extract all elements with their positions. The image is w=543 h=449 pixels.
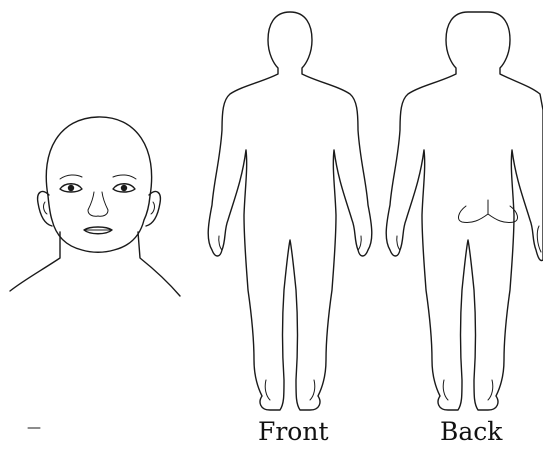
neck-shoulders-left [10, 232, 60, 291]
front-body-outline [208, 12, 372, 410]
head-diagram [10, 117, 180, 296]
left-iris [68, 185, 74, 191]
front-body-figure [208, 12, 372, 410]
back-label: Back [440, 417, 503, 446]
back-body-figure [386, 12, 543, 410]
back-body-outline [386, 12, 543, 410]
front-label: Front [258, 417, 329, 446]
nose [88, 192, 108, 216]
right-iris [121, 185, 127, 191]
left-eyebrow [60, 175, 82, 179]
right-eyebrow [113, 175, 136, 179]
head-outline [46, 117, 151, 252]
neck-shoulders-right [138, 232, 180, 296]
